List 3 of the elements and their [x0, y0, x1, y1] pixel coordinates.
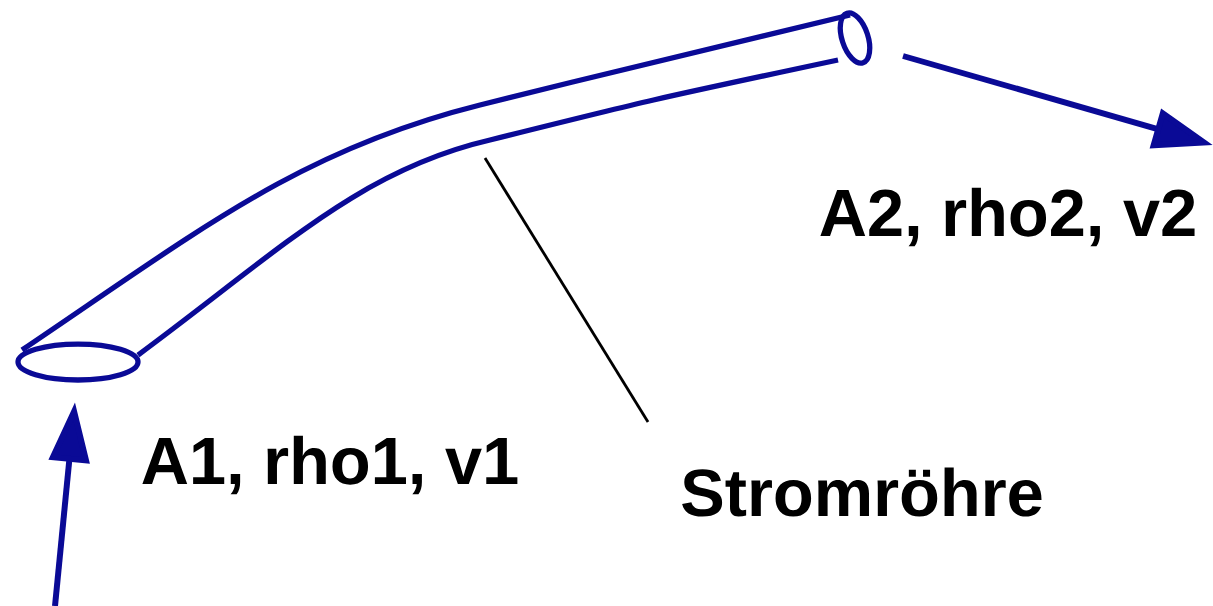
leader-line: [483, 157, 650, 423]
label-text: Stromröhre: [682, 467, 1042, 517]
label-text: A2, rho2, v2: [820, 187, 1195, 247]
